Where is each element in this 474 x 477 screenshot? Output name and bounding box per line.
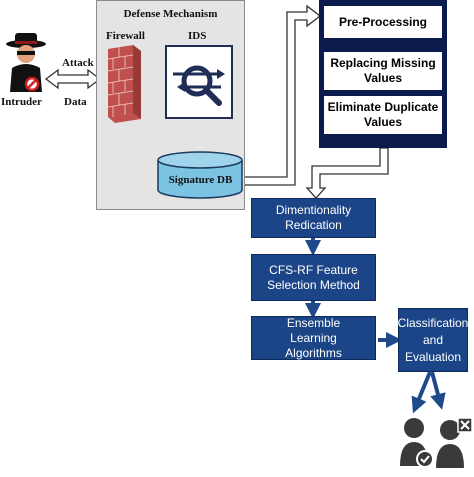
eliminate-duplicate-values: Eliminate Duplicate Values (324, 96, 442, 134)
signature-db-label: Signature DB (168, 174, 233, 186)
data-label: Data (64, 96, 87, 108)
firewall-icon (103, 45, 143, 123)
attack-label: Attack (62, 57, 94, 69)
cfs-rf-box: CFS-RF Feature Selection Method (251, 254, 376, 301)
preprocessing-panel: Pre-Processing Replacing Missing Values … (319, 0, 447, 148)
attack-data-arrow (44, 68, 102, 90)
preprocessing-title: Pre-Processing (324, 6, 442, 38)
firewall-label: Firewall (106, 30, 145, 42)
preprocessing-to-dimensionality-arrow (305, 147, 389, 199)
user-x-icon (436, 412, 474, 470)
ids-box (165, 45, 233, 119)
ids-icon (173, 65, 225, 106)
ensemble-learning-box: Ensemble Learning Algorithms (251, 316, 376, 360)
intruder-icon (2, 30, 50, 98)
classification-evaluation-box: Classification and Evaluation (398, 308, 468, 372)
database-icon (157, 150, 244, 200)
flow-arrows (305, 238, 446, 414)
intruder-label: Intruder (1, 96, 42, 108)
user-check-icon (400, 414, 434, 472)
ids-label: IDS (188, 30, 207, 42)
replacing-missing-values: Replacing Missing Values (324, 52, 442, 90)
db-to-preprocessing-arrow (241, 4, 322, 186)
dimensionality-reduction-box: Dimentionality Redication (251, 198, 376, 238)
defense-title: Defense Mechanism (123, 8, 218, 20)
